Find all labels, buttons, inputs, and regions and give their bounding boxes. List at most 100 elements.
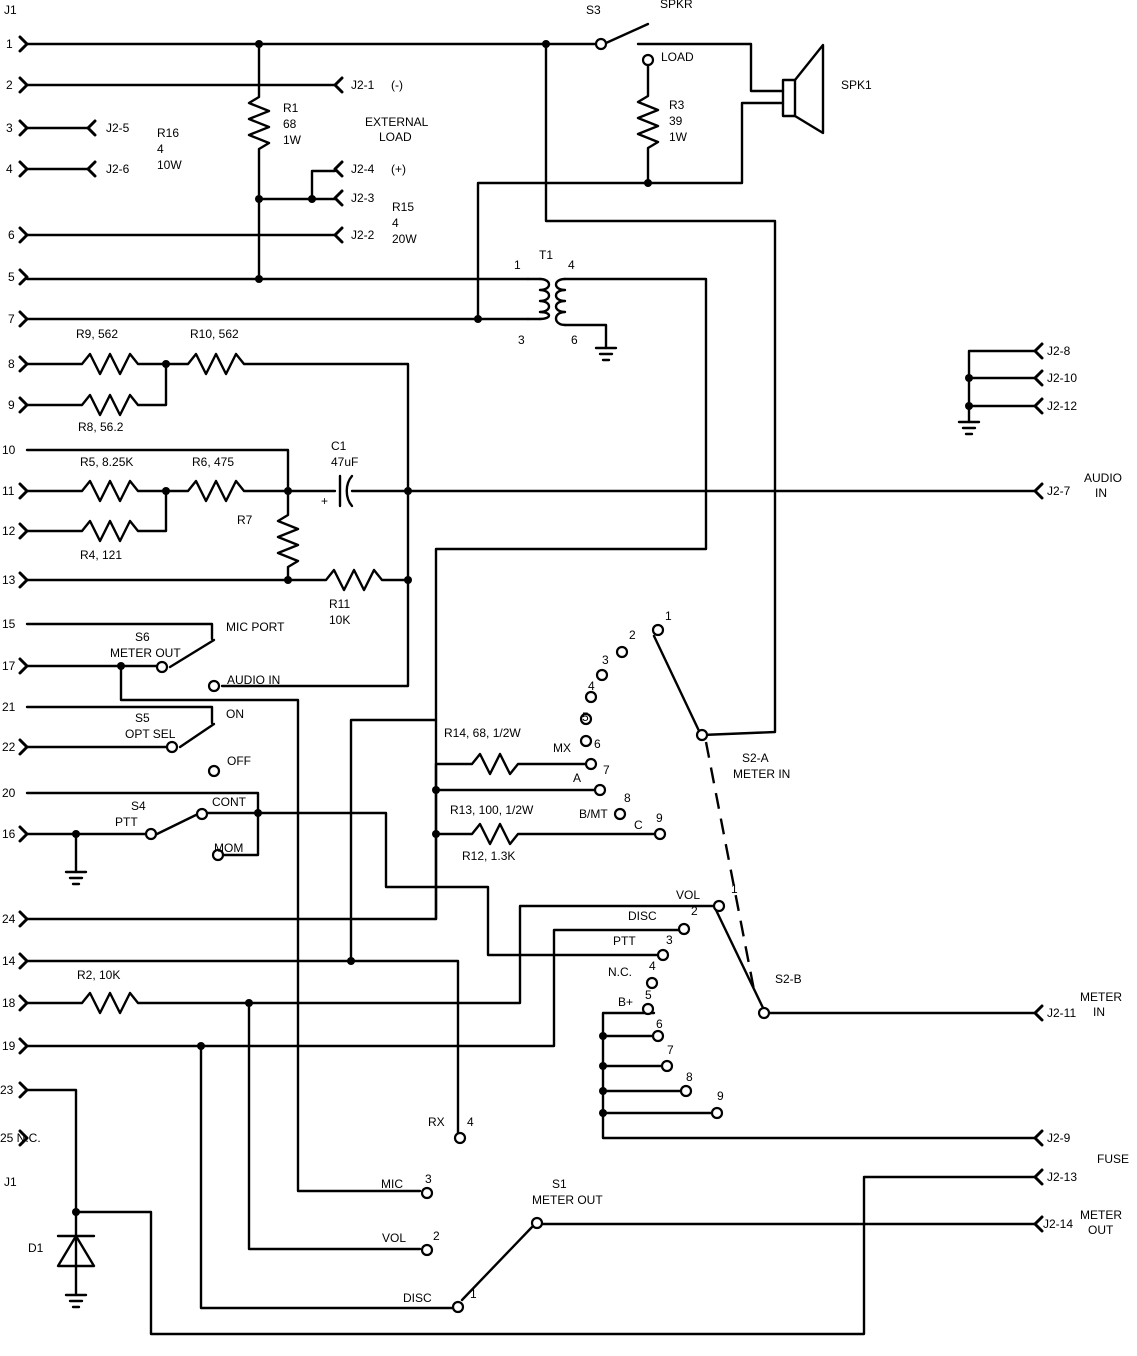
j2-4-sign: (+) bbox=[391, 162, 406, 176]
pin-20: 20 bbox=[2, 786, 16, 800]
pin-14: 14 bbox=[2, 954, 16, 968]
s2b-wiper[interactable] bbox=[714, 908, 766, 1012]
junction-dots bbox=[72, 40, 973, 1216]
pin-5: 5 bbox=[8, 270, 15, 284]
c1-value: 47uF bbox=[331, 455, 358, 469]
s2a-label: S2-A bbox=[742, 751, 769, 765]
s6-switch[interactable] bbox=[168, 638, 216, 669]
c1-polarity: + bbox=[321, 494, 328, 508]
pin-25: 25 N.C. bbox=[0, 1131, 41, 1145]
spk1-label: SPK1 bbox=[841, 78, 872, 92]
s2a-pin-4: 4 bbox=[588, 679, 595, 693]
j2-7-label: J2-7 bbox=[1047, 484, 1071, 498]
s4-switch[interactable] bbox=[155, 811, 202, 836]
j2-10-label: J2-10 bbox=[1047, 371, 1077, 385]
r15-watt: 20W bbox=[392, 232, 417, 246]
pin-9: 9 bbox=[8, 398, 15, 412]
j2-12-label: J2-12 bbox=[1047, 399, 1077, 413]
s2a-pin-2: 2 bbox=[629, 628, 636, 642]
external-load-2: LOAD bbox=[379, 130, 412, 144]
s2a-wiper[interactable] bbox=[652, 634, 702, 735]
d1-label: D1 bbox=[28, 1241, 44, 1255]
pin-24: 24 bbox=[2, 912, 16, 926]
s3-switch[interactable] bbox=[604, 22, 650, 45]
off-label: OFF bbox=[227, 754, 251, 768]
external-load-1: EXTERNAL bbox=[365, 115, 429, 129]
t1-pin-4: 4 bbox=[568, 258, 575, 272]
r3-value: 39 bbox=[669, 114, 683, 128]
s5-switch[interactable] bbox=[178, 722, 216, 749]
r11-name: R11 bbox=[329, 597, 350, 611]
mic-number: 3 bbox=[425, 1172, 432, 1186]
j2-1-sign: (-) bbox=[391, 78, 403, 92]
t1-pin-6: 6 bbox=[571, 333, 578, 347]
r16-watt: 10W bbox=[157, 158, 182, 172]
load-label: LOAD bbox=[661, 50, 694, 64]
pin-22: 22 bbox=[2, 740, 16, 754]
disc-out-number: 1 bbox=[470, 1287, 477, 1301]
c1-name: C1 bbox=[331, 439, 347, 453]
r8-label: R8, 56.2 bbox=[78, 420, 124, 434]
r1-value: 68 bbox=[283, 117, 297, 131]
pin-15: 15 bbox=[2, 617, 16, 631]
on-label: ON bbox=[226, 707, 244, 721]
pin-11: 11 bbox=[2, 484, 15, 498]
r15-value: 4 bbox=[392, 216, 399, 230]
j2-3-label: J2-3 bbox=[351, 191, 375, 205]
opt-sel-label: OPT SEL bbox=[125, 727, 176, 741]
pin-7: 7 bbox=[8, 312, 15, 326]
r3-watt: 1W bbox=[669, 130, 688, 144]
s2b-label: S2-B bbox=[775, 972, 802, 986]
rx-label: RX bbox=[428, 1115, 445, 1129]
j2-4-label: J2-4 bbox=[351, 162, 375, 176]
r2-label: R2, 10K bbox=[77, 968, 120, 982]
s5-label: S5 bbox=[135, 711, 150, 725]
pin-12: 12 bbox=[2, 524, 16, 538]
j2-13-label: J2-13 bbox=[1047, 1170, 1077, 1184]
pin-16: 16 bbox=[2, 827, 16, 841]
mic-port-label: MIC PORT bbox=[226, 620, 285, 634]
s2b-pin-2: 2 bbox=[691, 904, 698, 918]
r11-value: 10K bbox=[329, 613, 350, 627]
ptt-sel-label: PTT bbox=[613, 934, 636, 948]
s2a-pin-6: 6 bbox=[594, 737, 601, 751]
j1-label-bottom: J1 bbox=[4, 1175, 17, 1189]
s6-label: S6 bbox=[135, 630, 150, 644]
s4-label: S4 bbox=[131, 799, 146, 813]
nc-label: N.C. bbox=[608, 965, 632, 979]
r3-name: R3 bbox=[669, 98, 685, 112]
r15-name: R15 bbox=[392, 200, 414, 214]
meter-in-label-2: IN bbox=[1093, 1005, 1105, 1019]
switch-contacts bbox=[144, 37, 771, 1314]
pin-21: 21 bbox=[2, 700, 16, 714]
s2a-pin-9: 9 bbox=[656, 811, 663, 825]
disc-label: DISC bbox=[628, 909, 657, 923]
pin-8: 8 bbox=[8, 357, 15, 371]
wiring bbox=[25, 42, 1037, 1336]
r4-label: R4, 121 bbox=[80, 548, 122, 562]
s2b-pin-6: 6 bbox=[656, 1017, 663, 1031]
pin-2: 2 bbox=[6, 78, 13, 92]
ganged-switch-link bbox=[704, 741, 756, 991]
transformer-t1 bbox=[538, 277, 567, 327]
diode-d1 bbox=[56, 1234, 96, 1268]
r16-name: R16 bbox=[157, 126, 179, 140]
t1-pin-1: 1 bbox=[514, 258, 521, 272]
s2b-pin-5: 5 bbox=[645, 988, 652, 1002]
j2-6-label: J2-6 bbox=[106, 162, 130, 176]
pin-19: 19 bbox=[2, 1039, 16, 1053]
pin-10: 10 bbox=[2, 443, 16, 457]
s2b-pin-1: 1 bbox=[731, 882, 738, 896]
vol-label: VOL bbox=[676, 888, 700, 902]
pin-6: 6 bbox=[8, 228, 15, 242]
s1-meter-out: METER OUT bbox=[532, 1193, 603, 1207]
fuse-label: FUSE bbox=[1097, 1152, 1129, 1166]
labels: J1 J1 1 2 3 4 6 5 7 8 9 10 11 12 13 15 1… bbox=[0, 0, 1129, 1305]
pin-4: 4 bbox=[6, 162, 13, 176]
s1-switch[interactable] bbox=[460, 1224, 535, 1302]
r14-label: R14, 68, 1/2W bbox=[444, 726, 521, 740]
mom-label: MOM bbox=[214, 841, 243, 855]
r12-label: R12, 1.3K bbox=[462, 849, 515, 863]
